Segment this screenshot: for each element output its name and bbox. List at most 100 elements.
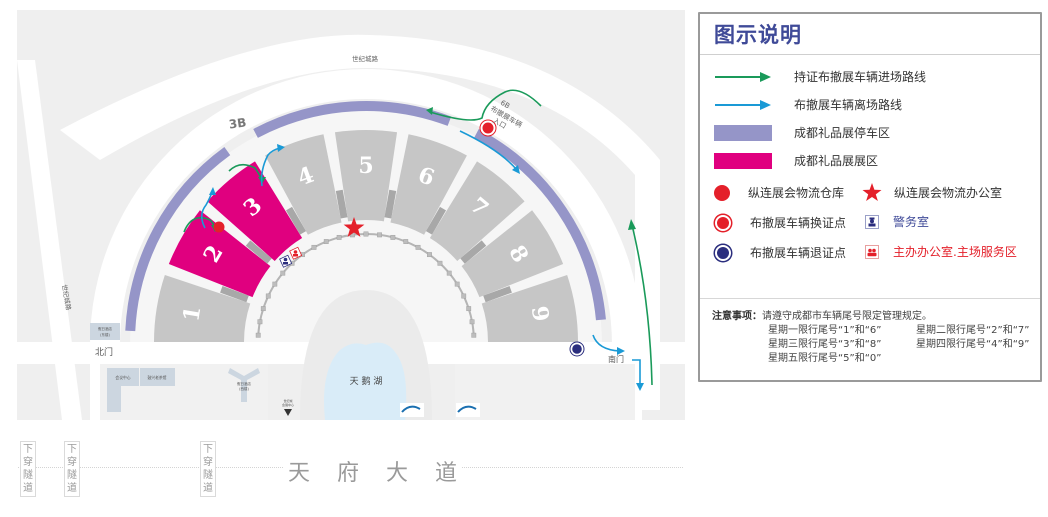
svg-text:(西楼): (西楼) [239,386,249,391]
red-dot-icon [714,184,730,201]
hall-9[interactable] [481,274,578,342]
swan-lake [324,342,407,420]
rule-wednesday: 星期三限行尾号“3”和“8” [768,339,882,350]
shiji-road-label: 世纪城路 [352,54,379,63]
hall-connector [245,240,272,264]
legend-title: 图示说明 [700,14,1040,55]
notes-section: 注意事项：请遵守成都市车辆尾号限定管理规定。 星期一限行尾号“1”和“6” 星期… [712,310,1048,366]
legend-exit-route-label: 布撤展车辆离场路线 [794,98,903,112]
police-officer-icon [865,214,879,229]
colonnade-pillar [390,234,396,240]
rule-thursday: 星期四限行尾号“4”和“9” [916,339,1030,350]
exit-route-south-down [632,359,641,385]
legend-police-room: 警务室 [865,213,929,230]
legend-logistics-office-label: 纵连展会物流办公室 [894,185,1003,200]
colonnade-pillar [280,270,286,276]
parking-arc-3 [474,129,606,321]
red-star-icon [862,183,882,201]
organizer-office-icon[interactable] [289,246,303,260]
hall-number-9: 9 [526,304,554,323]
legend-parking-label: 成都礼品展停车区 [794,126,891,140]
hotel-building [107,386,121,412]
colonnade-pillar [265,293,271,299]
tunnel-label-2: 下穿隧道 [64,441,80,497]
magenta-swatch-icon [714,152,772,169]
teahouse-building [140,368,175,386]
legend-permit-return: 布撤展车辆退证点 [714,244,846,261]
svg-text:3B: 3B [228,115,247,131]
blue-arrow-icon [714,97,772,113]
colonnade-pillar [446,270,452,276]
hall-number-5: 5 [358,153,373,179]
svg-text:6B: 6B [499,99,511,111]
logistics-warehouse-marker[interactable] [213,221,225,233]
permit-exchange-marker[interactable] [479,119,497,137]
gate-3b: 3B [225,112,250,132]
svg-text:假日酒店: 假日酒店 [98,326,112,331]
legend-exhibit-label: 成都礼品展展区 [794,154,879,168]
hall-connector [285,206,307,235]
legend-permit-exchange-label: 布撤展车辆换证点 [750,216,847,230]
legend-warehouse-label: 纵连展会物流仓库 [748,186,845,200]
police-room-icon[interactable] [279,254,293,268]
hall-8[interactable] [461,210,564,298]
notes-intro: 请遵守成都市车辆尾号限定管理规定。 [762,311,932,322]
legend-permit-return-label: 布撤展车辆退证点 [750,246,847,260]
hotel-west-building: 假日酒店 (西楼) [228,368,260,402]
hall-4[interactable] [265,134,342,235]
people-group-icon [865,244,879,259]
left-road [17,60,82,420]
logistics-office-star[interactable] [343,217,365,237]
legend-permit-exchange: 布撤展车辆换证点 [714,214,846,231]
colonnade-pillar [255,332,261,338]
hall-connector [460,240,487,264]
colonnade-pillar [427,252,432,258]
tunnel-label-1: 下穿隧道 [20,441,36,497]
legend-parking-area: 成都礼品展停车区 [714,124,890,141]
legend-exhibit-area: 成都礼品展展区 [714,152,878,169]
entry-route-east [631,224,653,386]
colonnade-pillar [437,260,443,266]
colonnade-pillar [454,281,460,287]
logo-sign-left [400,403,424,417]
hall-connector [425,206,447,235]
entry-route-hall3 [228,163,263,181]
rule-monday: 星期一限行尾号“1”和“6” [768,325,882,336]
inner-colonnade [255,231,477,338]
colonnade-pillar [377,232,382,238]
lower-right-block [455,364,635,420]
svg-text:(东楼): (东楼) [100,332,110,337]
colonnade-pillar [471,332,477,338]
entrance-arrow-west [284,409,292,416]
parking-areas [125,101,606,332]
hall-connector [220,286,249,303]
hall-number-1: 1 [178,304,206,323]
hall-6[interactable] [390,134,467,235]
hotel-east-building [90,323,120,340]
hall-connector [384,189,397,219]
tianfu-avenue-label: 天 府 大 道 [284,455,461,487]
navy-ring-dot-icon [715,244,731,261]
legend-warehouse: 纵连展会物流仓库 [714,184,844,201]
legend-divider [700,298,1040,299]
svg-text:会展中心: 会展中心 [282,402,294,407]
hall-5[interactable] [334,130,398,222]
colonnade-pillar [272,281,278,287]
exit-routes [200,130,644,391]
svg-text:鼓兴老茶馆: 鼓兴老茶馆 [148,375,167,380]
colonnade-pillar [323,239,329,244]
colonnade-pillar [311,244,317,250]
legend-panel: 图示说明 持证布撤展车辆进场路线 布撤展车辆离场路线 成都礼品展停车区 成都礼品… [698,12,1042,382]
hall-1[interactable] [154,274,251,342]
green-arrow-icon [714,69,772,85]
hall-3[interactable] [207,161,303,262]
exit-route-south-gate [592,334,621,352]
colonnade-pillar [363,231,369,237]
permit-return-marker[interactable] [569,341,585,357]
entry-route-6b [429,89,542,121]
hall-7[interactable] [429,161,525,262]
hall-2[interactable] [168,210,271,298]
colonnade-pillar [415,244,421,250]
